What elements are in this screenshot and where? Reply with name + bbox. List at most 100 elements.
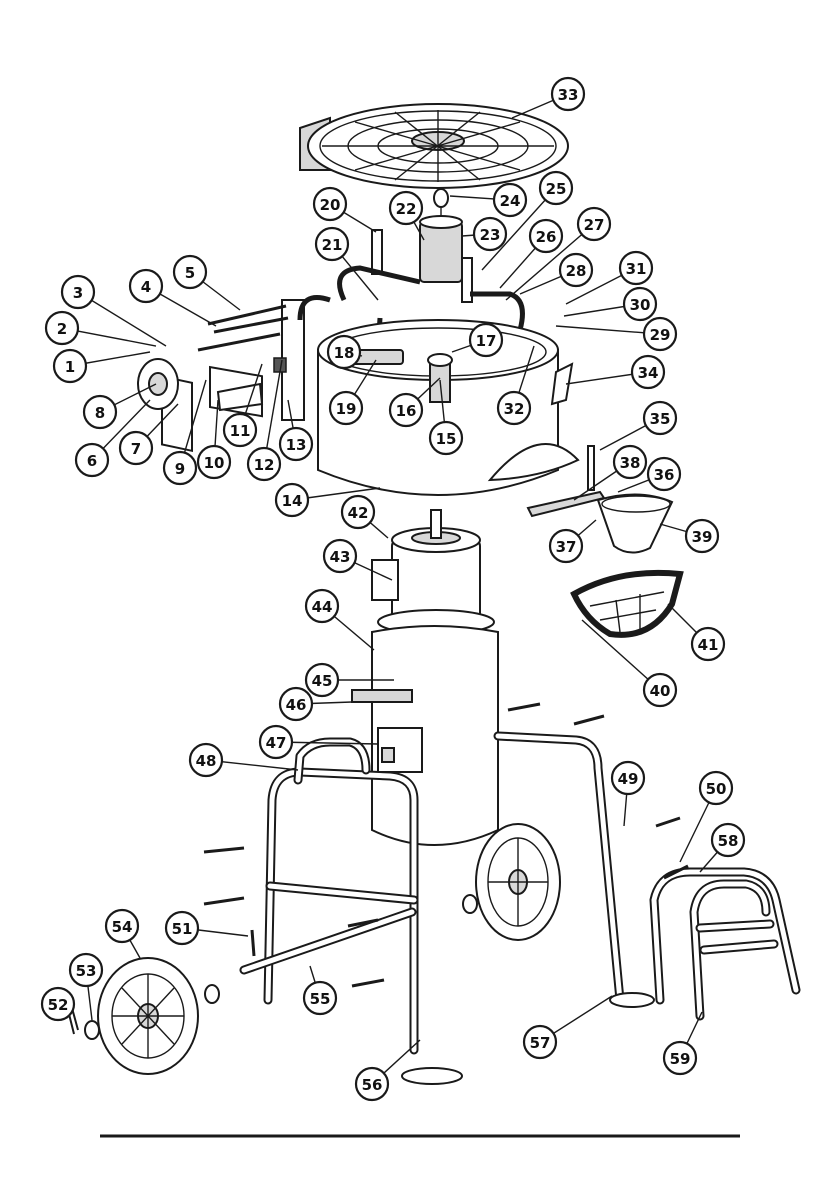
callout-19: 19 [330, 392, 362, 424]
callout-number: 57 [530, 1034, 551, 1052]
front-wheel [98, 958, 198, 1074]
callout-31: 31 [620, 252, 652, 284]
callout-number: 48 [196, 752, 217, 770]
callout-number: 22 [396, 200, 417, 218]
callout-24: 24 [494, 184, 526, 216]
callout-number: 26 [536, 228, 557, 246]
callout-number: 37 [556, 538, 577, 556]
callout-number: 7 [131, 440, 141, 458]
callout-30: 30 [624, 288, 656, 320]
callout-number: 27 [584, 216, 605, 234]
rear-wheel [476, 824, 560, 940]
callout-8: 8 [84, 396, 116, 428]
callout-number: 11 [230, 422, 251, 440]
callout-16: 16 [390, 394, 422, 426]
callout-number: 56 [362, 1076, 383, 1094]
callout-number: 1 [65, 358, 75, 376]
wire-basket [574, 573, 680, 635]
callout-39: 39 [686, 520, 718, 552]
callout-9: 9 [164, 452, 196, 484]
callout-28: 28 [560, 254, 592, 286]
callout-number: 6 [87, 452, 97, 470]
callout-number: 29 [650, 326, 671, 344]
callout-7: 7 [120, 432, 152, 464]
callout-number: 35 [650, 410, 671, 428]
callout-55: 55 [304, 982, 336, 1014]
callout-number: 52 [48, 996, 69, 1014]
callout-5: 5 [174, 256, 206, 288]
callout-51: 51 [166, 912, 198, 944]
callout-number: 33 [558, 86, 579, 104]
callout-27: 27 [578, 208, 610, 240]
callout-41: 41 [692, 628, 724, 660]
callout-38: 38 [614, 446, 646, 478]
callout-59: 59 [664, 1042, 696, 1074]
callout-number: 10 [204, 454, 225, 472]
callout-number: 28 [566, 262, 587, 280]
callout-number: 30 [630, 296, 651, 314]
callout-number: 16 [396, 402, 417, 420]
callout-number: 43 [330, 548, 351, 566]
callout-47: 47 [260, 726, 292, 758]
callout-number: 15 [436, 430, 457, 448]
callout-number: 19 [336, 400, 357, 418]
callout-number: 45 [312, 672, 333, 690]
callout-number: 20 [320, 196, 341, 214]
callout-number: 36 [654, 466, 675, 484]
callout-3: 3 [62, 276, 94, 308]
callout-25: 25 [540, 172, 572, 204]
callout-50: 50 [700, 772, 732, 804]
callout-35: 35 [644, 402, 676, 434]
callout-number: 18 [334, 344, 355, 362]
callout-37: 37 [550, 530, 582, 562]
callout-number: 21 [322, 236, 343, 254]
callout-42: 42 [342, 496, 374, 528]
callout-45: 45 [306, 664, 338, 696]
callout-17: 17 [470, 324, 502, 356]
callout-number: 40 [650, 682, 671, 700]
callout-10: 10 [198, 446, 230, 478]
pulley-assembly [138, 306, 288, 451]
callout-number: 2 [57, 320, 67, 338]
callout-number: 32 [504, 400, 525, 418]
callout-23: 23 [474, 218, 506, 250]
callout-number: 9 [175, 460, 185, 478]
callout-57: 57 [524, 1026, 556, 1058]
callout-32: 32 [498, 392, 530, 424]
callout-26: 26 [530, 220, 562, 252]
callout-58: 58 [712, 824, 744, 856]
callout-52: 52 [42, 988, 74, 1020]
callout-44: 44 [306, 590, 338, 622]
callout-number: 25 [546, 180, 567, 198]
callout-number: 51 [172, 920, 193, 938]
callout-53: 53 [70, 954, 102, 986]
callout-4: 4 [130, 270, 162, 302]
callout-number: 50 [706, 780, 727, 798]
callout-number: 42 [348, 504, 369, 522]
callout-49: 49 [612, 762, 644, 794]
callout-6: 6 [76, 444, 108, 476]
callout-34: 34 [632, 356, 664, 388]
callout-20: 20 [314, 188, 346, 220]
callout-18: 18 [328, 336, 360, 368]
callout-33: 33 [552, 78, 584, 110]
callout-number: 55 [310, 990, 331, 1008]
callout-number: 12 [254, 456, 275, 474]
callout-number: 58 [718, 832, 739, 850]
callout-number: 41 [698, 636, 719, 654]
callout-number: 34 [638, 364, 659, 382]
callout-43: 43 [324, 540, 356, 572]
callout-number: 53 [76, 962, 97, 980]
callout-number: 39 [692, 528, 713, 546]
callout-12: 12 [248, 448, 280, 480]
callout-21: 21 [316, 228, 348, 260]
callout-48: 48 [190, 744, 222, 776]
callout-number: 31 [626, 260, 647, 278]
callout-56: 56 [356, 1068, 388, 1100]
rear-handle [654, 872, 796, 1016]
callout-54: 54 [106, 910, 138, 942]
callout-11: 11 [224, 414, 256, 446]
callout-number: 49 [618, 770, 639, 788]
